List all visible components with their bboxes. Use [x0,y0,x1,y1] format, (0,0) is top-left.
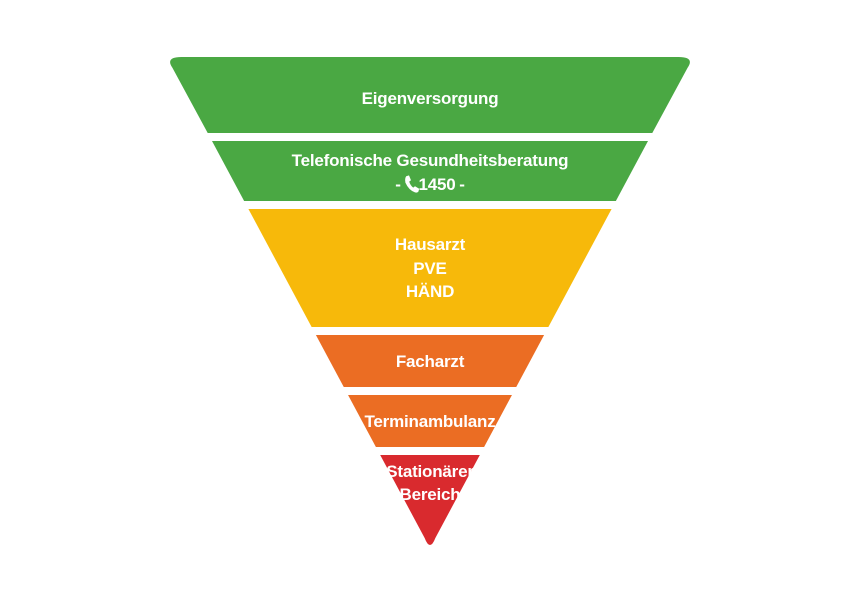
tier-band [211,141,649,201]
tier-self-care: Eigenversorgung [170,57,690,133]
tier-label: Eigenversorgung [362,89,499,108]
tier-band [380,455,480,545]
phone-suffix-dash: - [459,175,464,194]
tier-phone-health-advice: Telefonische Gesundheitsberatung -1450- [211,141,649,201]
tier-band [170,57,690,133]
tier-label: PVE [413,259,446,278]
tier-label: HÄND [406,282,454,301]
phone-number: 1450 [418,175,455,194]
phone-number-line: -1450- [395,175,465,194]
tier-label: Telefonische Gesundheitsberatung [292,151,569,170]
tier-label: Stationärer [386,462,474,481]
tier-label: Facharzt [396,352,465,371]
tier-band [315,335,545,387]
tier-specialist: Facharzt [315,335,545,387]
tier-band [248,209,612,327]
tier-label: Hausarzt [395,235,466,254]
phone-prefix-dash: - [395,175,400,194]
phone-icon [405,175,420,193]
tier-appointment-clinic: Terminambulanz [348,395,512,447]
tier-label: Bereich [400,485,461,504]
tier-label: Terminambulanz [364,412,495,431]
tier-band [348,395,512,447]
